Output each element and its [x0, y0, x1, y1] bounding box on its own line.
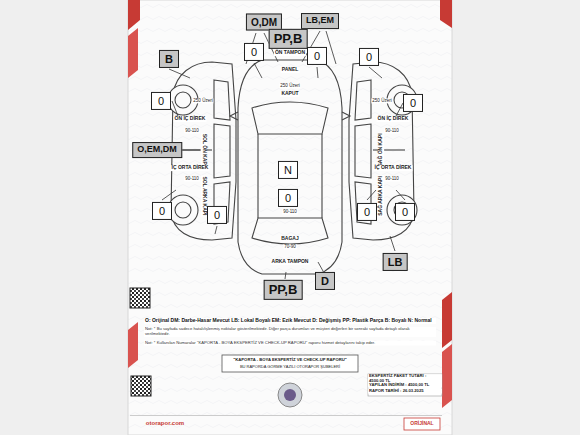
code-box: O,EM,DM: [132, 142, 182, 158]
code-box: 0: [278, 189, 298, 207]
code-text: 0: [283, 192, 293, 204]
code-text: PP,B: [274, 32, 303, 46]
code-text: B: [164, 53, 174, 65]
note-text: RAPOR TARİHİ : 26.03.2025: [368, 389, 442, 394]
code-box: PP,B: [264, 280, 303, 300]
code-box: LB: [383, 253, 408, 271]
part-label: 250 Üzeri: [371, 98, 392, 103]
part-label: ARKA TAMPON: [271, 259, 310, 265]
note-text: otorapor.com: [145, 420, 185, 427]
code-text: 0: [400, 206, 410, 218]
code-text: 0: [408, 97, 418, 109]
code-box: 0: [244, 43, 264, 61]
code-text: PP,B: [269, 283, 298, 297]
part-label: PANEL: [281, 67, 300, 73]
code-box: 0: [357, 203, 377, 221]
code-text: 0: [364, 51, 374, 63]
part-label: SAĞ ARKA KAPI: [378, 175, 384, 217]
part-label: SOL ARKA KAPI: [201, 176, 207, 217]
code-text: 0: [212, 209, 222, 221]
code-box: PP,B: [269, 29, 308, 49]
part-label: 90-110: [184, 176, 200, 181]
note-text: ORİJİNAL: [409, 421, 434, 427]
code-text: D: [320, 275, 330, 287]
code-box: 0: [403, 94, 423, 112]
code-box: 0: [151, 92, 171, 110]
code-text: LB,EM: [306, 16, 334, 26]
code-box: B: [159, 50, 179, 68]
code-box: D: [315, 272, 335, 290]
code-box: 0: [307, 47, 327, 65]
code-text: O,EM,DM: [137, 145, 177, 155]
part-label: İÇ ORTA DİREK: [171, 165, 210, 171]
part-label: SOL ÖN KAPI: [201, 133, 207, 167]
note-text: Not: * Bu sayfada sadece hatalı/işlenmiş…: [144, 327, 436, 337]
part-label: 250 Üzeri: [192, 98, 213, 103]
part-label: ÖN İÇ DİREK: [377, 116, 410, 122]
part-label: BAGAJ: [280, 236, 300, 242]
note-text: BU RAPORDA GÖRME YAZILI OTORAPOR ŞUBELER…: [223, 365, 357, 370]
part-label: ÖN İÇ DİREK: [174, 116, 207, 122]
part-label: 250 Üzeri: [279, 83, 300, 88]
code-box: 0: [152, 202, 172, 220]
part-label: KAPUT: [280, 91, 299, 97]
code-box: N: [278, 161, 298, 179]
note-text: Not: * Kullanılan Numaralar "KAPORTA - B…: [144, 341, 436, 346]
note-text: O: Orijinal DM: Darbe-Hasar Mevcut LB: L…: [144, 318, 436, 324]
part-label: SAĞ ÖN KAPI: [378, 132, 384, 167]
code-text: 0: [312, 50, 322, 62]
code-box: 0: [207, 206, 227, 224]
part-label: İÇ ORTA DİREK: [374, 165, 413, 171]
code-text: 0: [249, 46, 259, 58]
part-label: 90-110: [384, 176, 400, 181]
part-label: 70-90: [283, 244, 297, 249]
part-label: 90-110: [384, 128, 400, 133]
code-box: 0: [395, 203, 415, 221]
part-label: 90-110: [184, 128, 200, 133]
code-text: N: [283, 164, 293, 176]
code-text: 0: [157, 205, 167, 217]
code-text: 0: [156, 95, 166, 107]
part-label: 90-110: [282, 209, 298, 214]
part-label: ÖN TAMPON: [274, 50, 306, 56]
code-text: O,DM: [251, 17, 277, 28]
code-text: LB: [388, 256, 403, 268]
code-box: LB,EM: [301, 13, 339, 29]
note-text: "KAPORTA - BOYA EKSPERTİZ VE CHECK-UP RA…: [223, 358, 357, 363]
code-text: 0: [362, 206, 372, 218]
code-box: 0: [359, 48, 379, 66]
note-text: YAPILAN İNDİRİM : 4500,00 TL: [368, 383, 442, 388]
